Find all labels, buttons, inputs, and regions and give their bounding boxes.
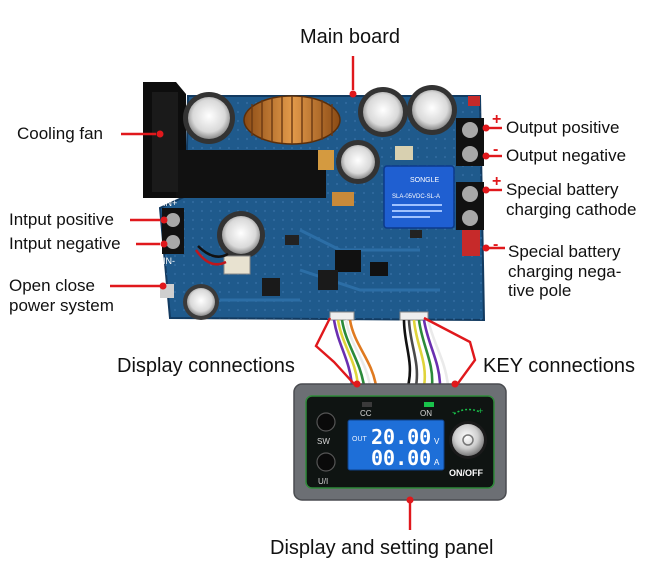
on-label: ON [420, 409, 432, 418]
cathode-plus-sign: + [492, 173, 501, 190]
relay: SONGLE SLA-05VDC-SL-A [383, 165, 455, 229]
polarity-signs: + - + - [492, 111, 501, 253]
cooling-fan-label: Cooling fan [17, 124, 104, 143]
onoff-label: ON/OFF [449, 468, 483, 478]
toroid-inductor [243, 95, 341, 145]
output-minus-sign: - [493, 141, 498, 158]
display-panel: CC ON SW U/I OUT 20.00 V 00.00 A - + ON/… [293, 383, 507, 501]
lcd-voltage: 20.00 [371, 425, 431, 449]
cc-label: CC [360, 409, 372, 418]
cable-key [402, 319, 450, 387]
relay-brand: SONGLE [410, 177, 440, 184]
key-connections-label: KEY connections [483, 355, 635, 377]
special-cathode-label: Special battery charging cathode [506, 180, 637, 219]
lcd-out-label: OUT [352, 436, 368, 443]
output-positive-label: Output positive [506, 118, 620, 137]
rotary-knob [452, 424, 484, 456]
in-minus-label: IN- [163, 256, 175, 266]
ui-button [316, 452, 336, 472]
input-negative-label: Intput negative [9, 234, 121, 253]
cable-display [332, 319, 378, 387]
output-terminals [456, 118, 484, 230]
input-terminals: IN+ IN- [162, 198, 184, 266]
lcd-current: 00.00 [371, 446, 431, 470]
sw-label: SW [317, 437, 330, 446]
capacitors [183, 85, 457, 320]
input-positive-label: Intput positive [9, 210, 114, 229]
display-panel-label: Display and setting panel [270, 537, 494, 559]
callout-arrows [110, 56, 505, 530]
lcd-a-unit: A [434, 458, 440, 467]
lcd-v-unit: V [434, 437, 440, 446]
output-plus-sign: + [492, 111, 501, 128]
relay-model: SLA-05VDC-SL-A [392, 194, 440, 200]
knob-plus: + [478, 406, 483, 416]
ui-label: U/I [318, 477, 328, 486]
in-plus-label: IN+ [163, 198, 177, 208]
sw-button [316, 412, 336, 432]
cooling-fan [143, 82, 326, 198]
negative-pole-minus-sign: - [493, 236, 498, 253]
display-connections-label: Display connections [117, 355, 295, 377]
main-board-label: Main board [300, 26, 401, 48]
special-negative-label: Special battery charging nega- tive pole [508, 242, 622, 301]
knob-minus: - [452, 407, 455, 417]
open-close-label: Open close power system [9, 276, 114, 315]
output-negative-label: Output negative [506, 146, 627, 165]
